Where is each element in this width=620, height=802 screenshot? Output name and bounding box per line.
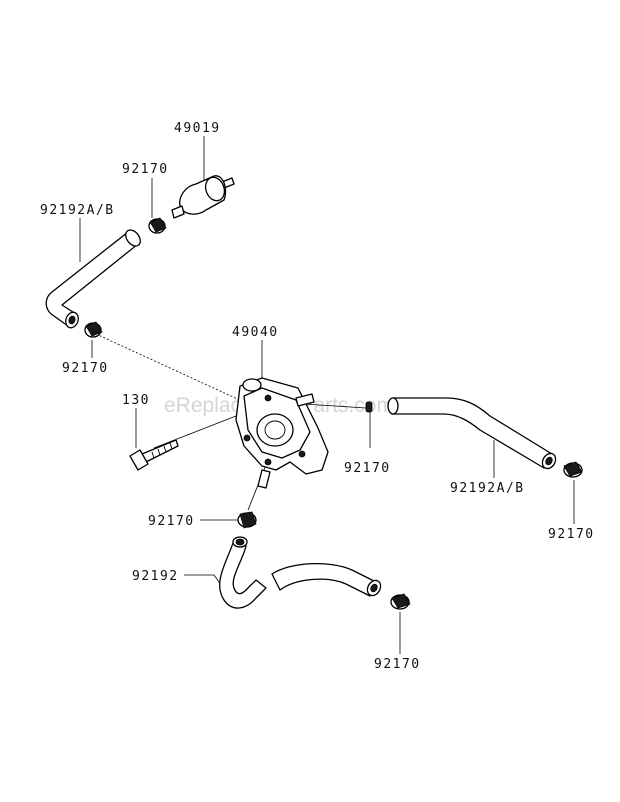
callout-92170-right-end: 92170 — [548, 527, 595, 542]
clamp-pump-outlet-part — [365, 401, 373, 413]
bolt-part — [129, 439, 179, 471]
flow-line-bolt — [153, 415, 237, 449]
fuel-pump-part — [235, 377, 329, 489]
callout-49019: 49019 — [174, 121, 221, 136]
flow-line-upper — [95, 333, 245, 403]
clamp-filter-part — [148, 217, 167, 234]
flow-line-outlet — [303, 403, 367, 409]
hose-upper-left-part — [45, 229, 141, 329]
clamp-upper-left-part — [84, 321, 103, 338]
clamp-lower-part — [390, 593, 411, 610]
clamp-right-end-part — [563, 461, 583, 478]
callout-92192ab-right: 92192A/B — [450, 481, 525, 496]
leader-hose-lower — [184, 574, 223, 587]
callout-92170-filter: 92170 — [122, 162, 169, 177]
clamp-pump-bottom-part — [237, 511, 257, 529]
callout-92170-upper-left: 92170 — [62, 361, 109, 376]
callout-92192ab-upper: 92192A/B — [40, 203, 115, 218]
fuel-filter-part — [171, 175, 235, 219]
callout-130: 130 — [122, 393, 150, 408]
hose-lower-part — [219, 536, 382, 609]
hose-right-part — [387, 397, 557, 470]
callout-92170-pump-bottom: 92170 — [148, 514, 195, 529]
callout-92192-lower: 92192 — [132, 569, 179, 584]
callout-49040: 49040 — [232, 325, 279, 340]
callout-labels: 49019 92170 92192A/B 92170 49040 130 921… — [40, 121, 595, 672]
callout-92170-lower: 92170 — [374, 657, 421, 672]
callout-92170-pump-outlet: 92170 — [344, 461, 391, 476]
